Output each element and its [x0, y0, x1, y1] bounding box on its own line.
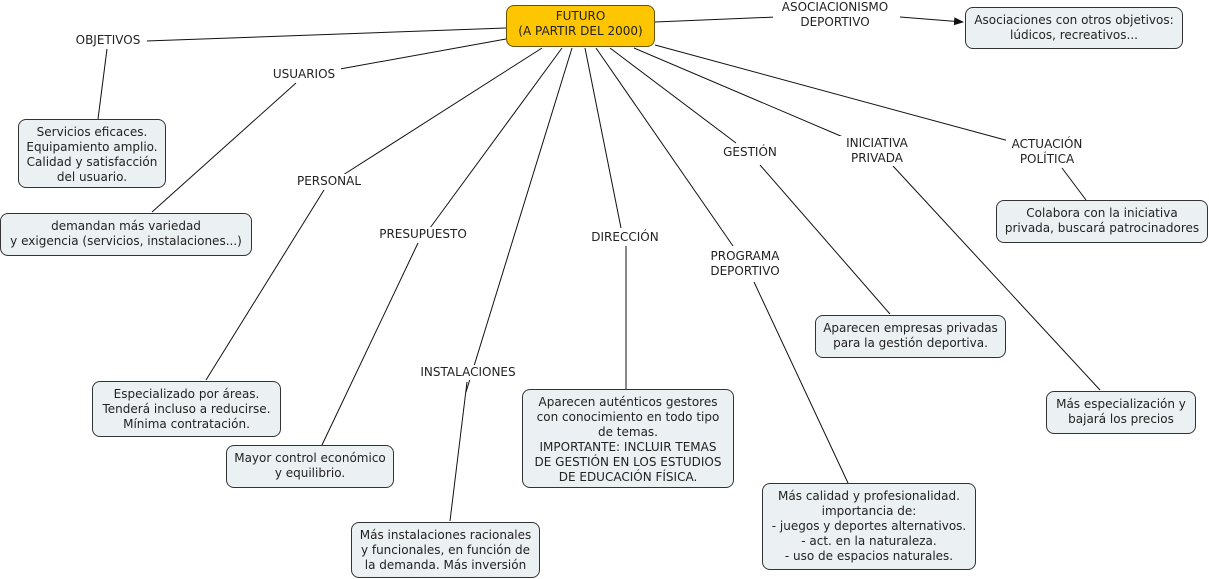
link-root-asociacionismo: [654, 16, 777, 23]
box-direccion[interactable]: Aparecen auténticos gestores con conocim…: [522, 389, 734, 488]
box-iniciativa-privada[interactable]: Más especialización y bajará los precios: [1046, 391, 1196, 434]
root-node[interactable]: FUTURO (A PARTIR DEL 2000): [506, 5, 655, 47]
box-gestion[interactable]: Aparecen empresas privadas para la gesti…: [815, 315, 1006, 358]
label-direccion[interactable]: DIRECCIÓN: [585, 230, 665, 245]
link-root-programa: [595, 47, 734, 247]
link-root-actuacion: [654, 44, 1010, 142]
label-actuacion-politica[interactable]: ACTUACIÓN POLÍTICA: [1006, 137, 1088, 167]
link-root-direccion: [584, 47, 622, 229]
label-personal[interactable]: PERSONAL: [293, 174, 365, 189]
link-presupuesto-box: [321, 242, 419, 446]
link-root-gestion: [609, 47, 737, 144]
link-instalaciones-box: [449, 381, 468, 522]
link-asociacionismo-box: [899, 16, 964, 26]
label-presupuesto[interactable]: PRESUPUESTO: [374, 227, 472, 242]
box-instalaciones[interactable]: Más instalaciones racionales y funcional…: [351, 522, 540, 578]
link-actuacion-box: [1061, 167, 1087, 201]
label-usuarios[interactable]: USUARIOS: [267, 67, 341, 82]
box-objetivos[interactable]: Servicios eficaces. Equipamiento amplio.…: [18, 119, 166, 188]
label-instalaciones[interactable]: INSTALACIONES: [413, 365, 523, 380]
link-personal-box: [205, 189, 325, 381]
link-root-instalaciones: [465, 47, 573, 393]
box-presupuesto[interactable]: Mayor control económico y equilibrio.: [226, 445, 394, 488]
box-programa-deportivo[interactable]: Más calidad y profesionalidad. importanc…: [762, 483, 976, 570]
link-root-objetivos: [145, 27, 507, 42]
box-asociacionismo-deportivo[interactable]: Asociaciones con otros objetivos: lúdico…: [965, 7, 1183, 49]
label-asociacionismo-deportivo[interactable]: ASOCIACIONISMO DEPORTIVO: [773, 0, 897, 30]
link-usuarios-box: [151, 82, 297, 213]
label-objetivos[interactable]: OBJETIVOS: [69, 33, 147, 48]
box-actuacion-politica[interactable]: Colabora con la iniciativa privada, busc…: [996, 200, 1208, 243]
link-objetivos-box: [97, 48, 108, 120]
box-usuarios[interactable]: demandan más variedad y exigencia (servi…: [0, 213, 252, 256]
link-programa-box: [753, 281, 849, 484]
label-iniciativa-privada[interactable]: INICIATIVA PRIVADA: [836, 136, 918, 166]
link-iniciativa-box: [892, 165, 1101, 391]
link-gestion-box: [759, 164, 891, 315]
link-root-usuarios: [339, 38, 507, 70]
label-programa-deportivo[interactable]: PROGRAMA DEPORTIVO: [704, 249, 786, 279]
label-gestion[interactable]: GESTIÓN: [718, 145, 782, 160]
link-root-presupuesto: [429, 47, 563, 229]
link-root-iniciativa: [633, 47, 844, 138]
link-root-personal: [342, 47, 543, 176]
box-personal[interactable]: Especializado por áreas. Tenderá incluso…: [92, 381, 281, 437]
